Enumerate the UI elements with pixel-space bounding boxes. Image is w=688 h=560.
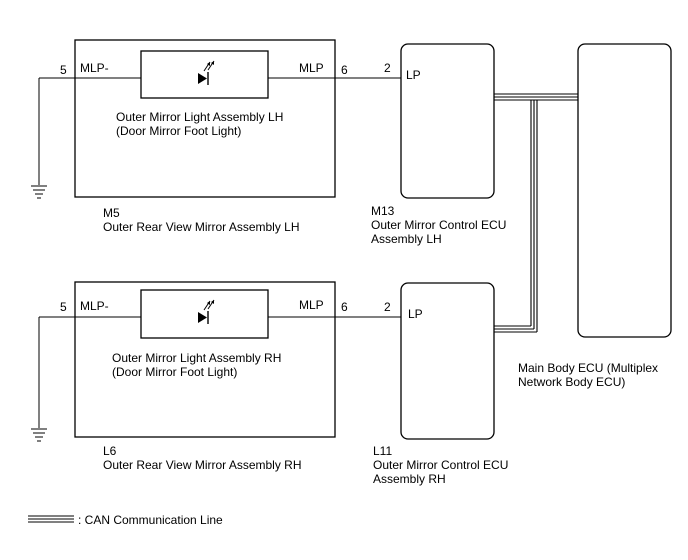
legend-can-label: : CAN Communication Line: [78, 513, 223, 527]
ground-icon: [31, 185, 47, 199]
lower-circuit: 5 MLP- MLP 6 Outer Mirror Light Assembly…: [31, 281, 508, 486]
ecu-pin-label: LP: [406, 68, 421, 82]
light-assembly-name: Outer Mirror Light Assembly LH: [116, 110, 283, 124]
ecu-name-line2: Assembly LH: [371, 232, 442, 246]
pin-label-left: MLP-: [80, 61, 109, 75]
ecu-name-line1: Outer Mirror Control ECU: [371, 218, 506, 232]
ground-icon: [31, 428, 47, 442]
mirror-code: L6: [103, 444, 117, 458]
ecu-pin-number: 2: [384, 61, 391, 75]
ecu-code: M13: [371, 204, 395, 218]
mirror-assembly-lh-box: [74, 39, 336, 198]
mirror-code: M5: [103, 206, 120, 220]
can-line-legend-icon: [28, 515, 74, 523]
pin-label-right: MLP: [299, 61, 324, 75]
mirror-name: Outer Rear View Mirror Assembly RH: [103, 458, 302, 472]
led-icon: [198, 60, 215, 85]
ecu-name-line1: Outer Mirror Control ECU: [373, 458, 508, 472]
pin-number-right: 6: [341, 63, 348, 77]
ecu-rh-box: [400, 282, 495, 440]
light-assembly-lh-box: [140, 50, 269, 99]
light-assembly-rh-box: [140, 289, 269, 339]
pin-label-left: MLP-: [80, 299, 109, 313]
mirror-assembly-rh-box: [74, 281, 336, 438]
ecu-lh-box: [400, 43, 495, 199]
light-assembly-subname: (Door Mirror Foot Light): [112, 365, 237, 379]
mirror-name: Outer Rear View Mirror Assembly LH: [103, 220, 300, 234]
pin-number-right: 6: [341, 300, 348, 314]
light-assembly-name: Outer Mirror Light Assembly RH: [112, 351, 281, 365]
ecu-code: L11: [373, 444, 392, 458]
can-bus-lines: [494, 93, 578, 333]
main-ecu-name-line1: Main Body ECU (Multiplex: [518, 361, 658, 375]
light-assembly-subname: (Door Mirror Foot Light): [116, 124, 241, 138]
legend: : CAN Communication Line: [28, 513, 223, 527]
pin-label-right: MLP: [299, 298, 324, 312]
ecu-name-line2: Assembly RH: [373, 472, 446, 486]
main-body-ecu-box: [577, 43, 672, 338]
ecu-pin-label: LP: [408, 307, 423, 321]
pin-number-left: 5: [60, 300, 67, 314]
pin-number-left: 5: [60, 63, 67, 77]
upper-circuit: 5 MLP- MLP 6 Outer Mirror Light Assembly…: [31, 39, 506, 246]
main-ecu-name-line2: Network Body ECU): [518, 375, 625, 389]
led-icon: [198, 299, 215, 324]
main-body-ecu: Main Body ECU (Multiplex Network Body EC…: [518, 43, 672, 389]
ecu-pin-number: 2: [384, 300, 391, 314]
